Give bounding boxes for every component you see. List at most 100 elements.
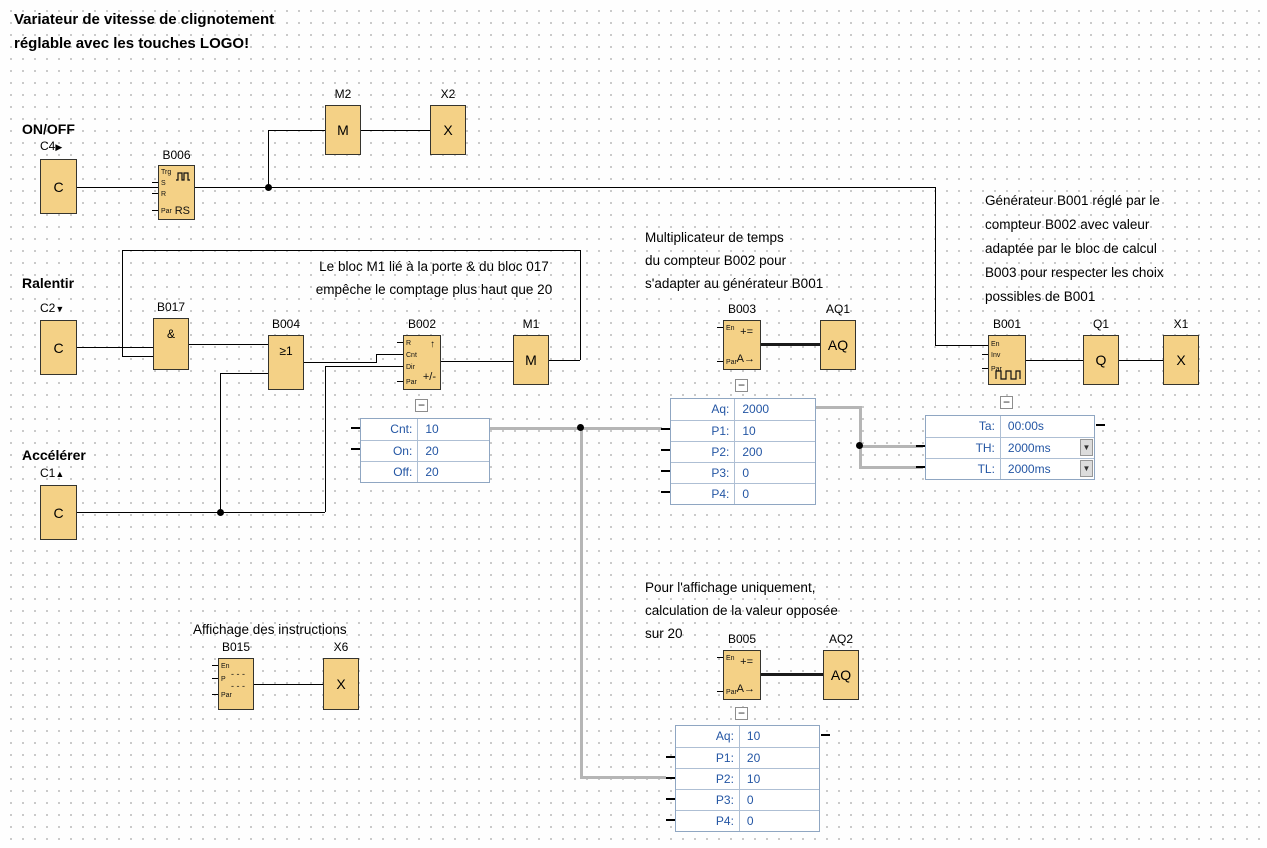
block-b002-counter[interactable]: R Cnt Dir Par ↑ +/-	[403, 335, 441, 390]
wire	[195, 187, 935, 188]
section-label-ralentir: Ralentir	[22, 275, 75, 291]
block-symbol: C	[53, 178, 64, 195]
param-label: P2:	[711, 445, 730, 459]
wire	[304, 362, 376, 363]
block-network-x1[interactable]: X	[1163, 335, 1199, 385]
block-symbol: C	[53, 504, 64, 521]
pulse-icon	[176, 172, 190, 181]
key-label-c2: C2▼	[40, 301, 64, 315]
wire	[325, 366, 326, 512]
table-pin-stub	[666, 819, 675, 821]
pin-stub	[152, 210, 158, 211]
collapse-button[interactable]: −	[735, 379, 748, 392]
annotation-instructions-note: Affichage des instructions	[193, 622, 347, 637]
param-value: 2000ms▼	[999, 459, 1094, 479]
param-value: 10	[738, 726, 819, 747]
block-marker-m2[interactable]: M	[325, 105, 361, 155]
block-b001-pulse-generator[interactable]: En Inv Par	[988, 335, 1026, 385]
block-label-b002: B002	[407, 317, 437, 331]
table-pin-stub	[661, 470, 670, 472]
block-label-b001: B001	[992, 317, 1022, 331]
pin-stub	[982, 354, 988, 355]
arrow-right-icon: ▶	[55, 142, 63, 152]
key-label-c1: C1▲	[40, 466, 64, 480]
param-row: Aq:10	[676, 726, 819, 747]
reference-wire	[859, 466, 923, 469]
block-analog-output-aq1[interactable]: AQ	[820, 320, 856, 370]
param-value: 0	[734, 484, 815, 504]
param-row: P3:0	[676, 789, 819, 810]
block-input-c4[interactable]: C	[40, 159, 77, 214]
wire	[935, 345, 988, 346]
block-input-c2[interactable]: C	[40, 320, 77, 375]
param-table-b001: Ta:00:00s TH:2000ms▼ TL:2000ms▼	[925, 415, 1095, 480]
param-value: 0	[738, 811, 819, 831]
param-label: TL:	[977, 462, 995, 476]
wire	[77, 187, 158, 188]
collapse-button[interactable]: −	[415, 399, 428, 412]
pin-label-s: S	[161, 180, 166, 187]
block-output-q1[interactable]: Q	[1083, 335, 1119, 385]
wire	[122, 356, 153, 357]
param-label: Cnt:	[390, 422, 413, 436]
param-value: 200	[734, 442, 815, 462]
analog-wire	[761, 343, 820, 346]
table-pin-stub	[661, 449, 670, 451]
pin-label-inv: Inv	[991, 352, 1001, 359]
block-network-x6[interactable]: X	[323, 658, 359, 710]
wire	[77, 512, 325, 513]
table-pin-stub	[661, 428, 670, 430]
rs-symbol: RS	[174, 205, 190, 217]
pin-label-par: Par	[161, 208, 172, 215]
reference-wire	[490, 427, 662, 430]
block-marker-m1[interactable]: M	[513, 335, 549, 385]
pin-label-dir: Dir	[406, 364, 415, 371]
param-value-text: 20	[425, 465, 439, 479]
wire	[580, 250, 581, 360]
key-name: C1	[40, 466, 56, 480]
block-b003-analog-math[interactable]: En Par += A→	[723, 320, 761, 370]
or-symbol: ≥1	[279, 344, 293, 358]
wire	[549, 360, 580, 361]
reference-wire	[859, 445, 923, 448]
block-b006-rs-relay[interactable]: Trg S R Par RS	[158, 165, 195, 220]
param-row: P4: 0	[671, 483, 815, 504]
param-label: Aq:	[711, 402, 730, 416]
block-b004-or[interactable]: ≥1	[268, 335, 304, 390]
block-b017-and[interactable]: &	[153, 318, 189, 370]
page-title-line2: réglable avec les touches LOGO!	[14, 35, 250, 52]
analog-wire	[761, 673, 823, 676]
dropdown-button[interactable]: ▼	[1080, 460, 1093, 477]
pin-label-trg: Trg	[161, 169, 172, 176]
param-label: P3:	[715, 793, 734, 807]
annotation-multiplier-note: Multiplicateur de temps du compteur B002…	[645, 226, 823, 295]
block-b005-analog-math[interactable]: En Par += A→	[723, 650, 761, 700]
wire	[122, 250, 123, 356]
annotation-display-note: Pour l'affichage uniquement, calculation…	[645, 576, 838, 645]
block-analog-output-aq2[interactable]: AQ	[823, 650, 859, 700]
dropdown-button[interactable]: ▼	[1080, 439, 1093, 456]
annotation-line: empêche le comptage plus haut que 20	[315, 282, 553, 297]
pin-label-r: R	[406, 340, 412, 347]
block-label-m1: M1	[522, 317, 540, 331]
block-label-b006: B006	[162, 148, 191, 162]
pin-label-en: En	[221, 663, 230, 670]
param-label: On:	[392, 444, 413, 458]
block-input-c1[interactable]: C	[40, 485, 77, 540]
param-value: 00:00s	[999, 416, 1094, 437]
annotation-line: s'adapter au générateur B001	[645, 276, 824, 291]
param-value: 10	[738, 769, 819, 789]
table-pin-stub	[666, 756, 675, 758]
collapse-button[interactable]: −	[735, 707, 748, 720]
wire	[1119, 360, 1163, 361]
collapse-button[interactable]: −	[1000, 396, 1013, 409]
block-label-x2: X2	[440, 87, 456, 101]
block-network-x2[interactable]: X	[430, 105, 466, 155]
param-value-text: 10	[425, 422, 439, 436]
param-label: P4:	[711, 487, 730, 501]
table-pin-stub	[821, 734, 830, 736]
pin-stub	[152, 182, 158, 183]
block-b015-message-text[interactable]: En P Par - - - - - -	[218, 658, 254, 710]
block-symbol: C	[53, 339, 64, 356]
pin-stub	[152, 193, 158, 194]
